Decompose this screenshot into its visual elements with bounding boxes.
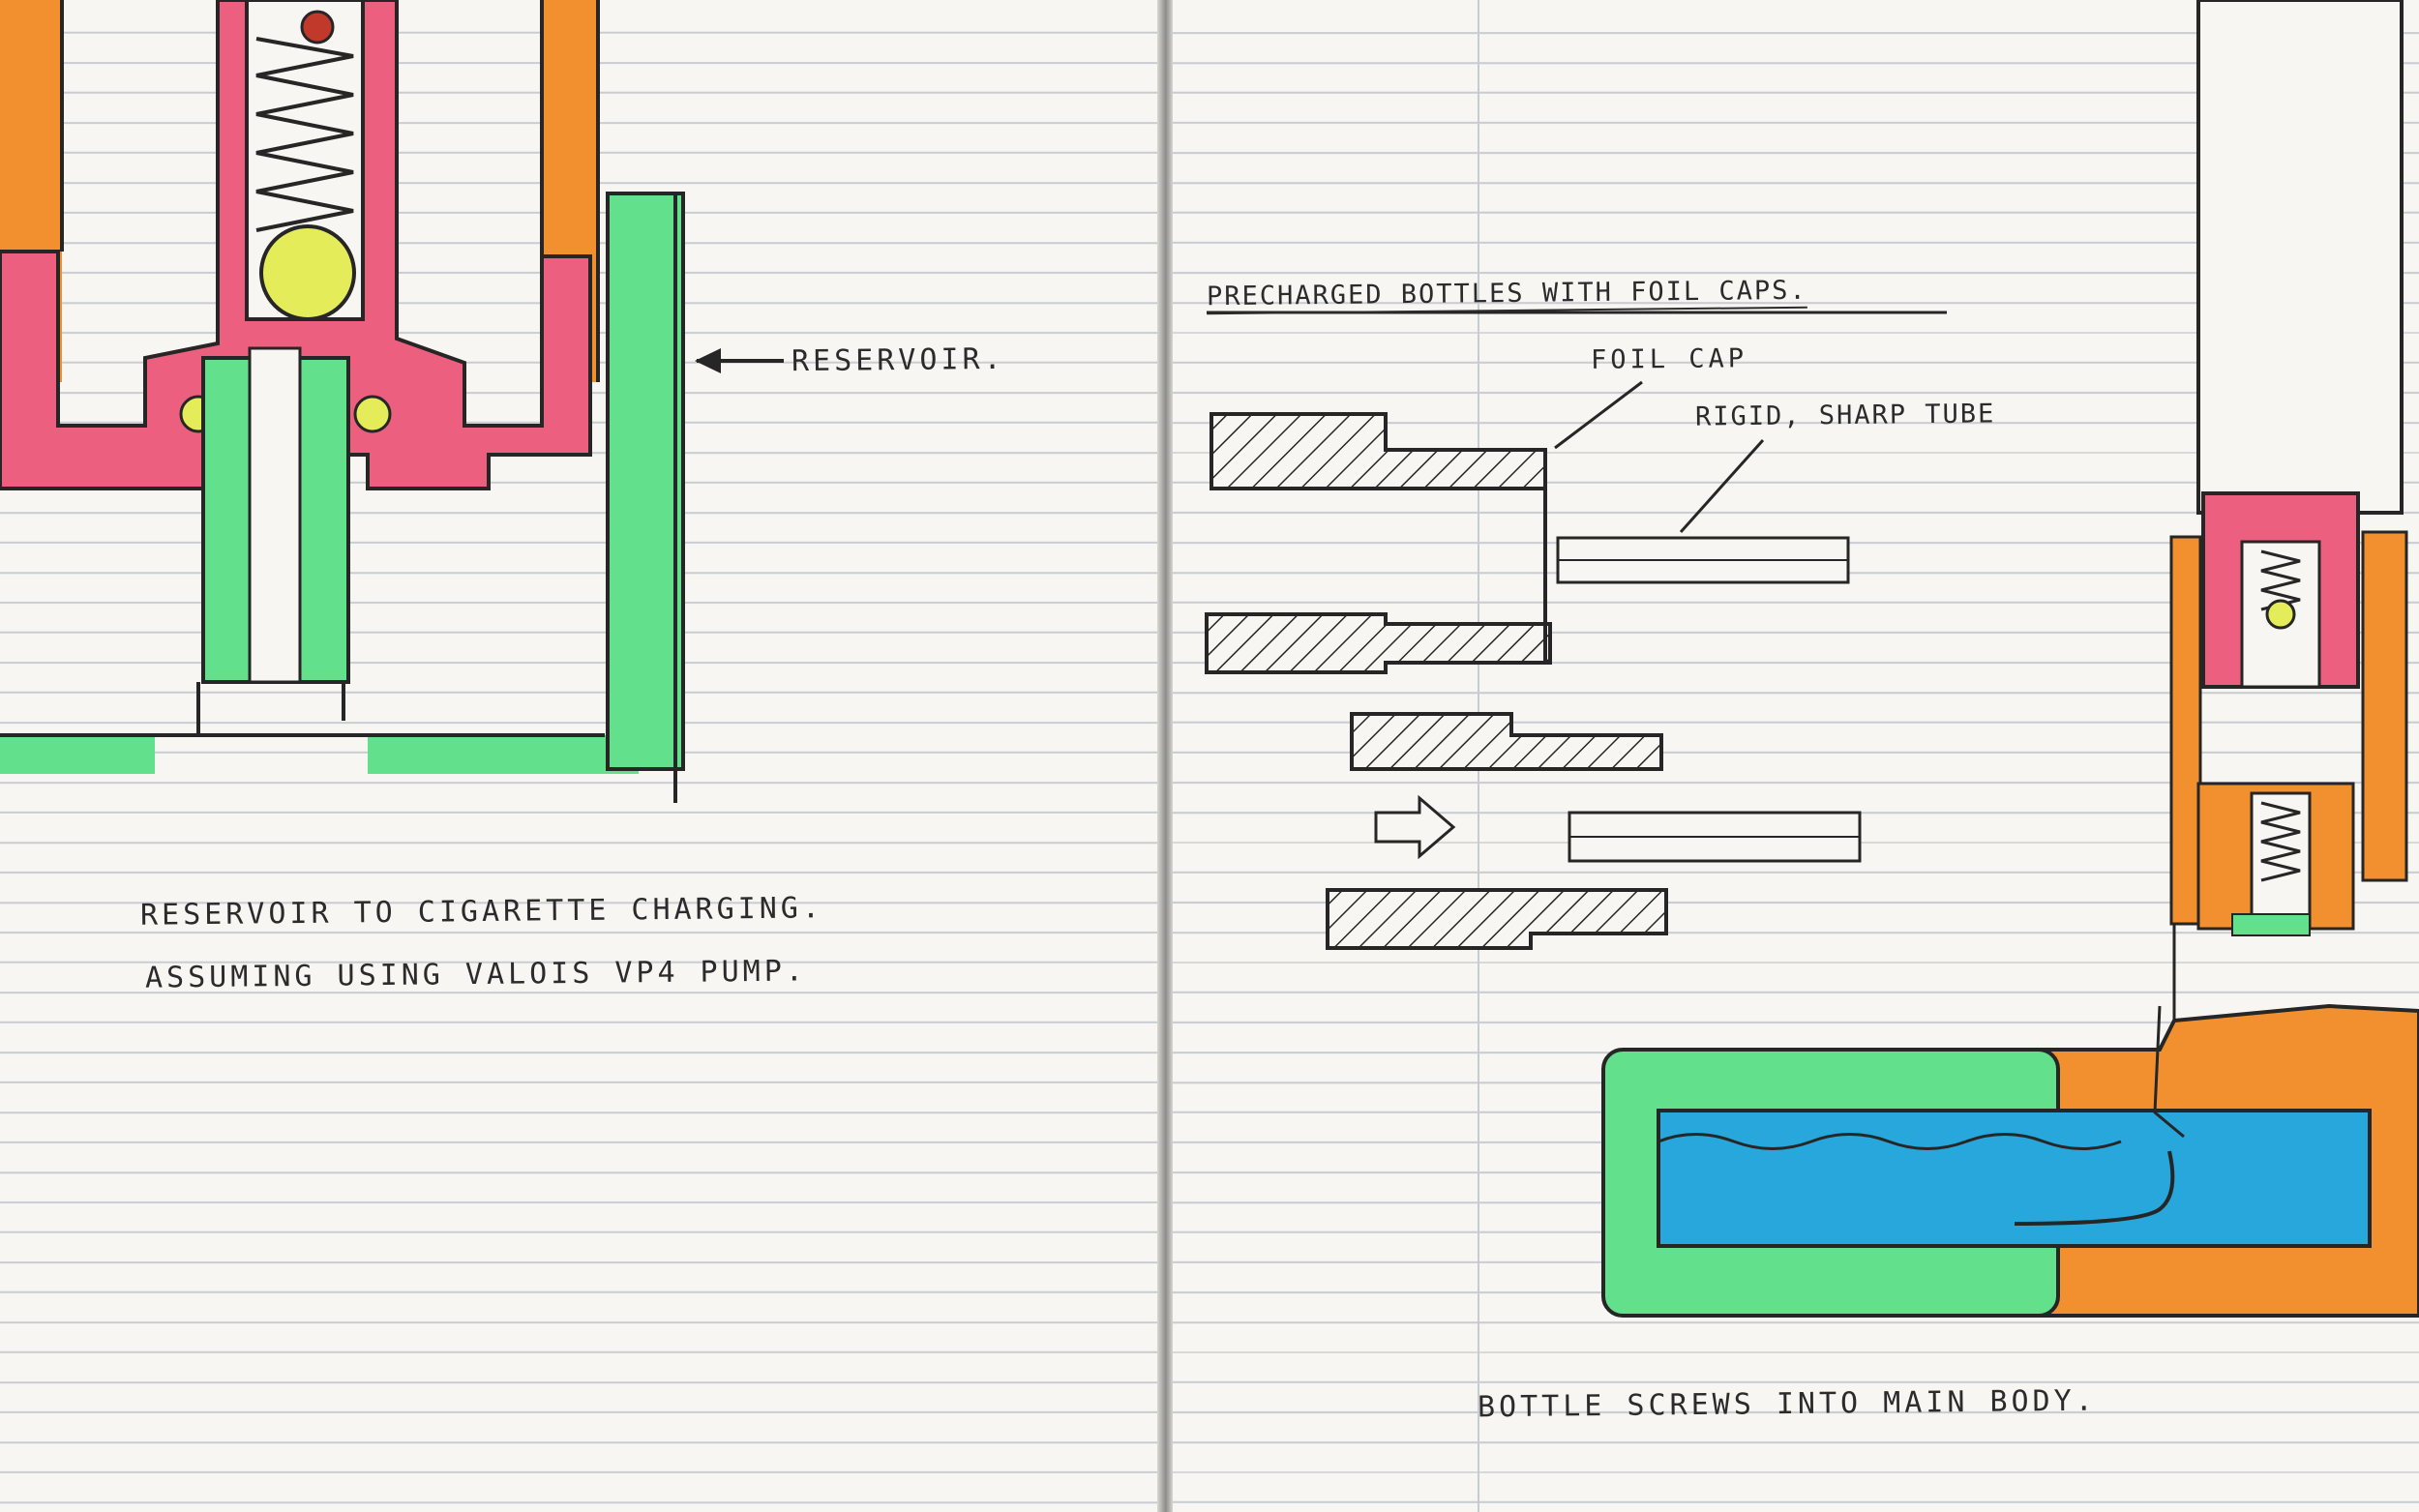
caption-valois-pump: ASSUMING USING VALOIS VP4 PUMP.: [144, 954, 808, 995]
foil-cap-bottle-diagram: [1205, 0, 2419, 1318]
yellow-valve-ball: [259, 224, 356, 321]
caption-bottle-screws: BOTTLE SCREWS INTO MAIN BODY.: [1477, 1383, 2097, 1425]
notebook-page-right: PRECHARGED BOTTLES WITH FOIL CAPS. FOIL …: [1173, 0, 2419, 1512]
pierced-bottle-wall-bottom: [1326, 888, 1668, 950]
reservoir-pump-diagram: [0, 0, 784, 803]
rigid-tube-leader: [1679, 438, 1765, 534]
spring-icon: [255, 37, 354, 232]
caption-reservoir-charging: RESERVOIR TO CIGARETTE CHARGING.: [139, 891, 824, 933]
orange-sleeve-left: [2169, 535, 2202, 926]
arrow-right-icon: [1374, 794, 1456, 860]
red-ball: [300, 10, 335, 44]
pierced-bottle-wall-top: [1350, 712, 1663, 771]
green-base-left: [0, 735, 155, 774]
reservoir-wall: [606, 192, 685, 771]
dip-tube: [2014, 1150, 2175, 1226]
stem-bore: [248, 346, 302, 684]
device-body-tube: [2196, 0, 2404, 515]
small-spring-icon: [2260, 549, 2301, 611]
side-ball-right: [353, 395, 392, 433]
foil-cap-label: FOIL CAP: [1590, 343, 1748, 375]
bottle-wall-bottom: [1205, 612, 1552, 674]
blue-liquid: [1657, 1109, 2372, 1248]
notebook-gutter: [1157, 0, 1173, 1512]
orange-sleeve-right: [2361, 530, 2408, 882]
notebook-page-left: RESERVOIR. RESERVOIR TO CIGARETTE CHARGI…: [0, 0, 1157, 1512]
rigid-tube-label: RIGID, SHARP TUBE: [1694, 399, 1996, 432]
heading-precharged-bottles: PRECHARGED BOTTLES WITH FOIL CAPS.: [1206, 275, 1807, 312]
reservoir-label: RESERVOIR.: [791, 341, 1005, 379]
green-base-right: [368, 735, 639, 774]
foil-cap-leader: [1554, 380, 1643, 450]
bottle-wall-top: [1210, 412, 1547, 490]
